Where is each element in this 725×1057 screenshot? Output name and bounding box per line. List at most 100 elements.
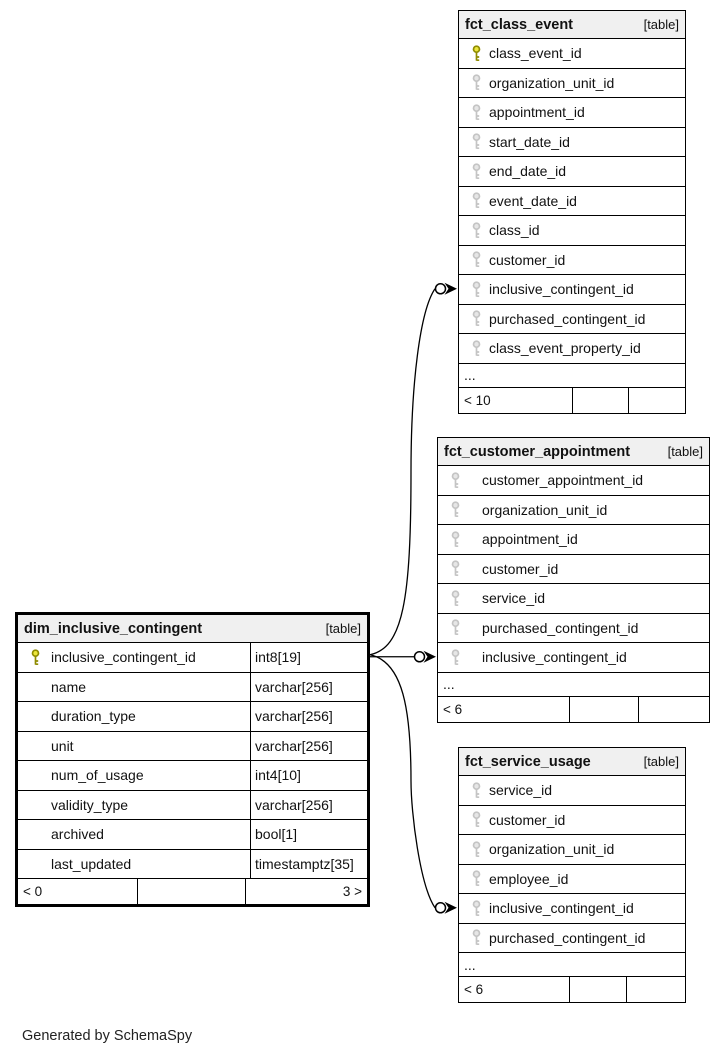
column-row-inclusive_contingent_id: inclusive_contingent_id [459, 275, 685, 305]
column-name-cell: inclusive_contingent_id [18, 643, 250, 672]
column-name-cell: inclusive_contingent_id [438, 643, 709, 672]
column-name-cell: inclusive_contingent_id [459, 894, 685, 923]
column-name: inclusive_contingent_id [489, 281, 634, 298]
column-name-cell: organization_unit_id [459, 69, 685, 98]
table-name[interactable]: fct_class_event [465, 16, 574, 33]
column-name: customer_id [489, 251, 566, 268]
column-name-cell: customer_appointment_id [438, 466, 709, 495]
table-node-dim_inclusive_contingent: dim_inclusive_contingent[table]inclusive… [15, 612, 370, 907]
arrowhead-marker [444, 282, 457, 295]
key-icon-slot [459, 811, 489, 828]
foreign-key-icon [472, 811, 481, 828]
table-header-fct_service_usage[interactable]: fct_service_usage[table] [459, 748, 685, 776]
children-count-cell: < 10 [459, 387, 574, 413]
column-name: organization_unit_id [489, 74, 615, 91]
column-name: inclusive_contingent_id [51, 649, 196, 666]
column-name-cell: appointment_id [459, 98, 685, 127]
foreign-key-icon [472, 192, 481, 209]
column-name-cell: archived [18, 820, 250, 849]
column-name: class_event_property_id [489, 340, 641, 357]
key-icon-slot [459, 340, 489, 357]
key-icon-slot [459, 870, 489, 887]
column-name: organization_unit_id [482, 501, 608, 518]
foreign-key-icon [451, 472, 460, 488]
footer-spacer-cell [570, 977, 628, 1002]
parents-count-cell [627, 977, 685, 1002]
relationship-edge-dim_inclusive_contingent-to-fct_service_usage [369, 654, 436, 909]
parents-count-cell: 3 > [342, 884, 362, 899]
key-icon-slot [438, 649, 482, 666]
column-name: name [51, 678, 87, 695]
foreign-key-icon [451, 531, 460, 547]
column-name-cell: last_updated [18, 850, 250, 879]
key-icon-slot [438, 590, 482, 607]
table-type-badge: [table] [643, 17, 679, 32]
column-name: inclusive_contingent_id [489, 900, 634, 917]
column-row-class_event_id: class_event_id [459, 39, 685, 69]
table-header-fct_class_event[interactable]: fct_class_event [table] [459, 11, 685, 39]
column-name-cell: customer_id [459, 246, 685, 275]
relationship-edge-dim_inclusive_contingent-to-fct_class_event [369, 288, 436, 656]
column-name-cell: appointment_id [438, 525, 709, 554]
column-name-cell: customer_id [438, 555, 709, 584]
foreign-key-icon [472, 222, 481, 238]
column-name-cell: start_date_id [459, 128, 685, 157]
foreign-key-icon [451, 619, 460, 636]
foreign-key-icon [472, 870, 481, 887]
key-icon-slot [459, 192, 489, 209]
column-row-inclusive_contingent_id: inclusive_contingent_id [438, 643, 709, 673]
children-count-cell: < 6 [459, 977, 571, 1002]
foreign-key-icon [451, 590, 460, 606]
foreign-key-icon [472, 74, 481, 91]
foreign-key-icon [451, 501, 460, 518]
foreign-key-icon [472, 133, 481, 150]
table-name[interactable]: fct_customer_appointment [444, 443, 631, 460]
column-row-class_event_property_id: class_event_property_id [459, 334, 685, 364]
foreign-key-icon [472, 281, 481, 297]
key-icon-slot [18, 649, 51, 666]
column-name: archived [51, 826, 104, 843]
column-name-cell: inclusive_contingent_id [459, 275, 685, 304]
table-header-fct_customer_appointment[interactable]: fct_customer_appointment[table] [438, 438, 709, 466]
column-name-cell: event_date_id [459, 187, 685, 216]
key-icon-slot [459, 163, 489, 180]
column-name: purchased_contingent_id [489, 929, 646, 946]
more-columns-ellipsis: ... [459, 953, 685, 977]
column-name-cell: unit [18, 732, 250, 761]
table-node-fct_customer_appointment: fct_customer_appointment[table]customer_… [437, 437, 710, 723]
children-count-cell: < 0 [18, 879, 139, 904]
table-name[interactable]: fct_service_usage [465, 753, 591, 770]
key-icon-slot [459, 74, 489, 91]
column-name: end_date_id [489, 163, 567, 180]
column-name-cell: organization_unit_id [438, 496, 709, 525]
column-row-customer_id: customer_id [459, 806, 685, 835]
column-name: customer_id [489, 811, 566, 828]
table-name[interactable]: dim_inclusive_contingent [24, 620, 203, 637]
key-icon-slot [459, 310, 489, 327]
children-count-cell: < 6 [438, 696, 570, 722]
column-name: inclusive_contingent_id [482, 649, 627, 666]
column-name-cell: class_event_id [459, 39, 685, 68]
column-name-cell: validity_type [18, 791, 250, 820]
column-name: num_of_usage [51, 767, 144, 784]
column-row-service_id: service_id [459, 776, 685, 806]
table-header-dim_inclusive_contingent[interactable]: dim_inclusive_contingent[table] [18, 615, 367, 643]
foreign-key-icon [472, 841, 481, 857]
column-name-cell: num_of_usage [18, 761, 250, 790]
column-name: unit [51, 737, 74, 754]
column-row-customer_appointment_id: customer_appointment_id [438, 466, 709, 496]
key-icon-slot [438, 472, 482, 489]
column-name: class_event_id [489, 45, 582, 62]
foreign-key-icon [472, 163, 481, 179]
primary-key-icon [31, 649, 40, 665]
column-row-organization_unit_id: organization_unit_id [459, 69, 685, 98]
column-name: class_id [489, 222, 540, 239]
column-name: service_id [489, 782, 553, 799]
foreign-key-icon [472, 900, 481, 916]
